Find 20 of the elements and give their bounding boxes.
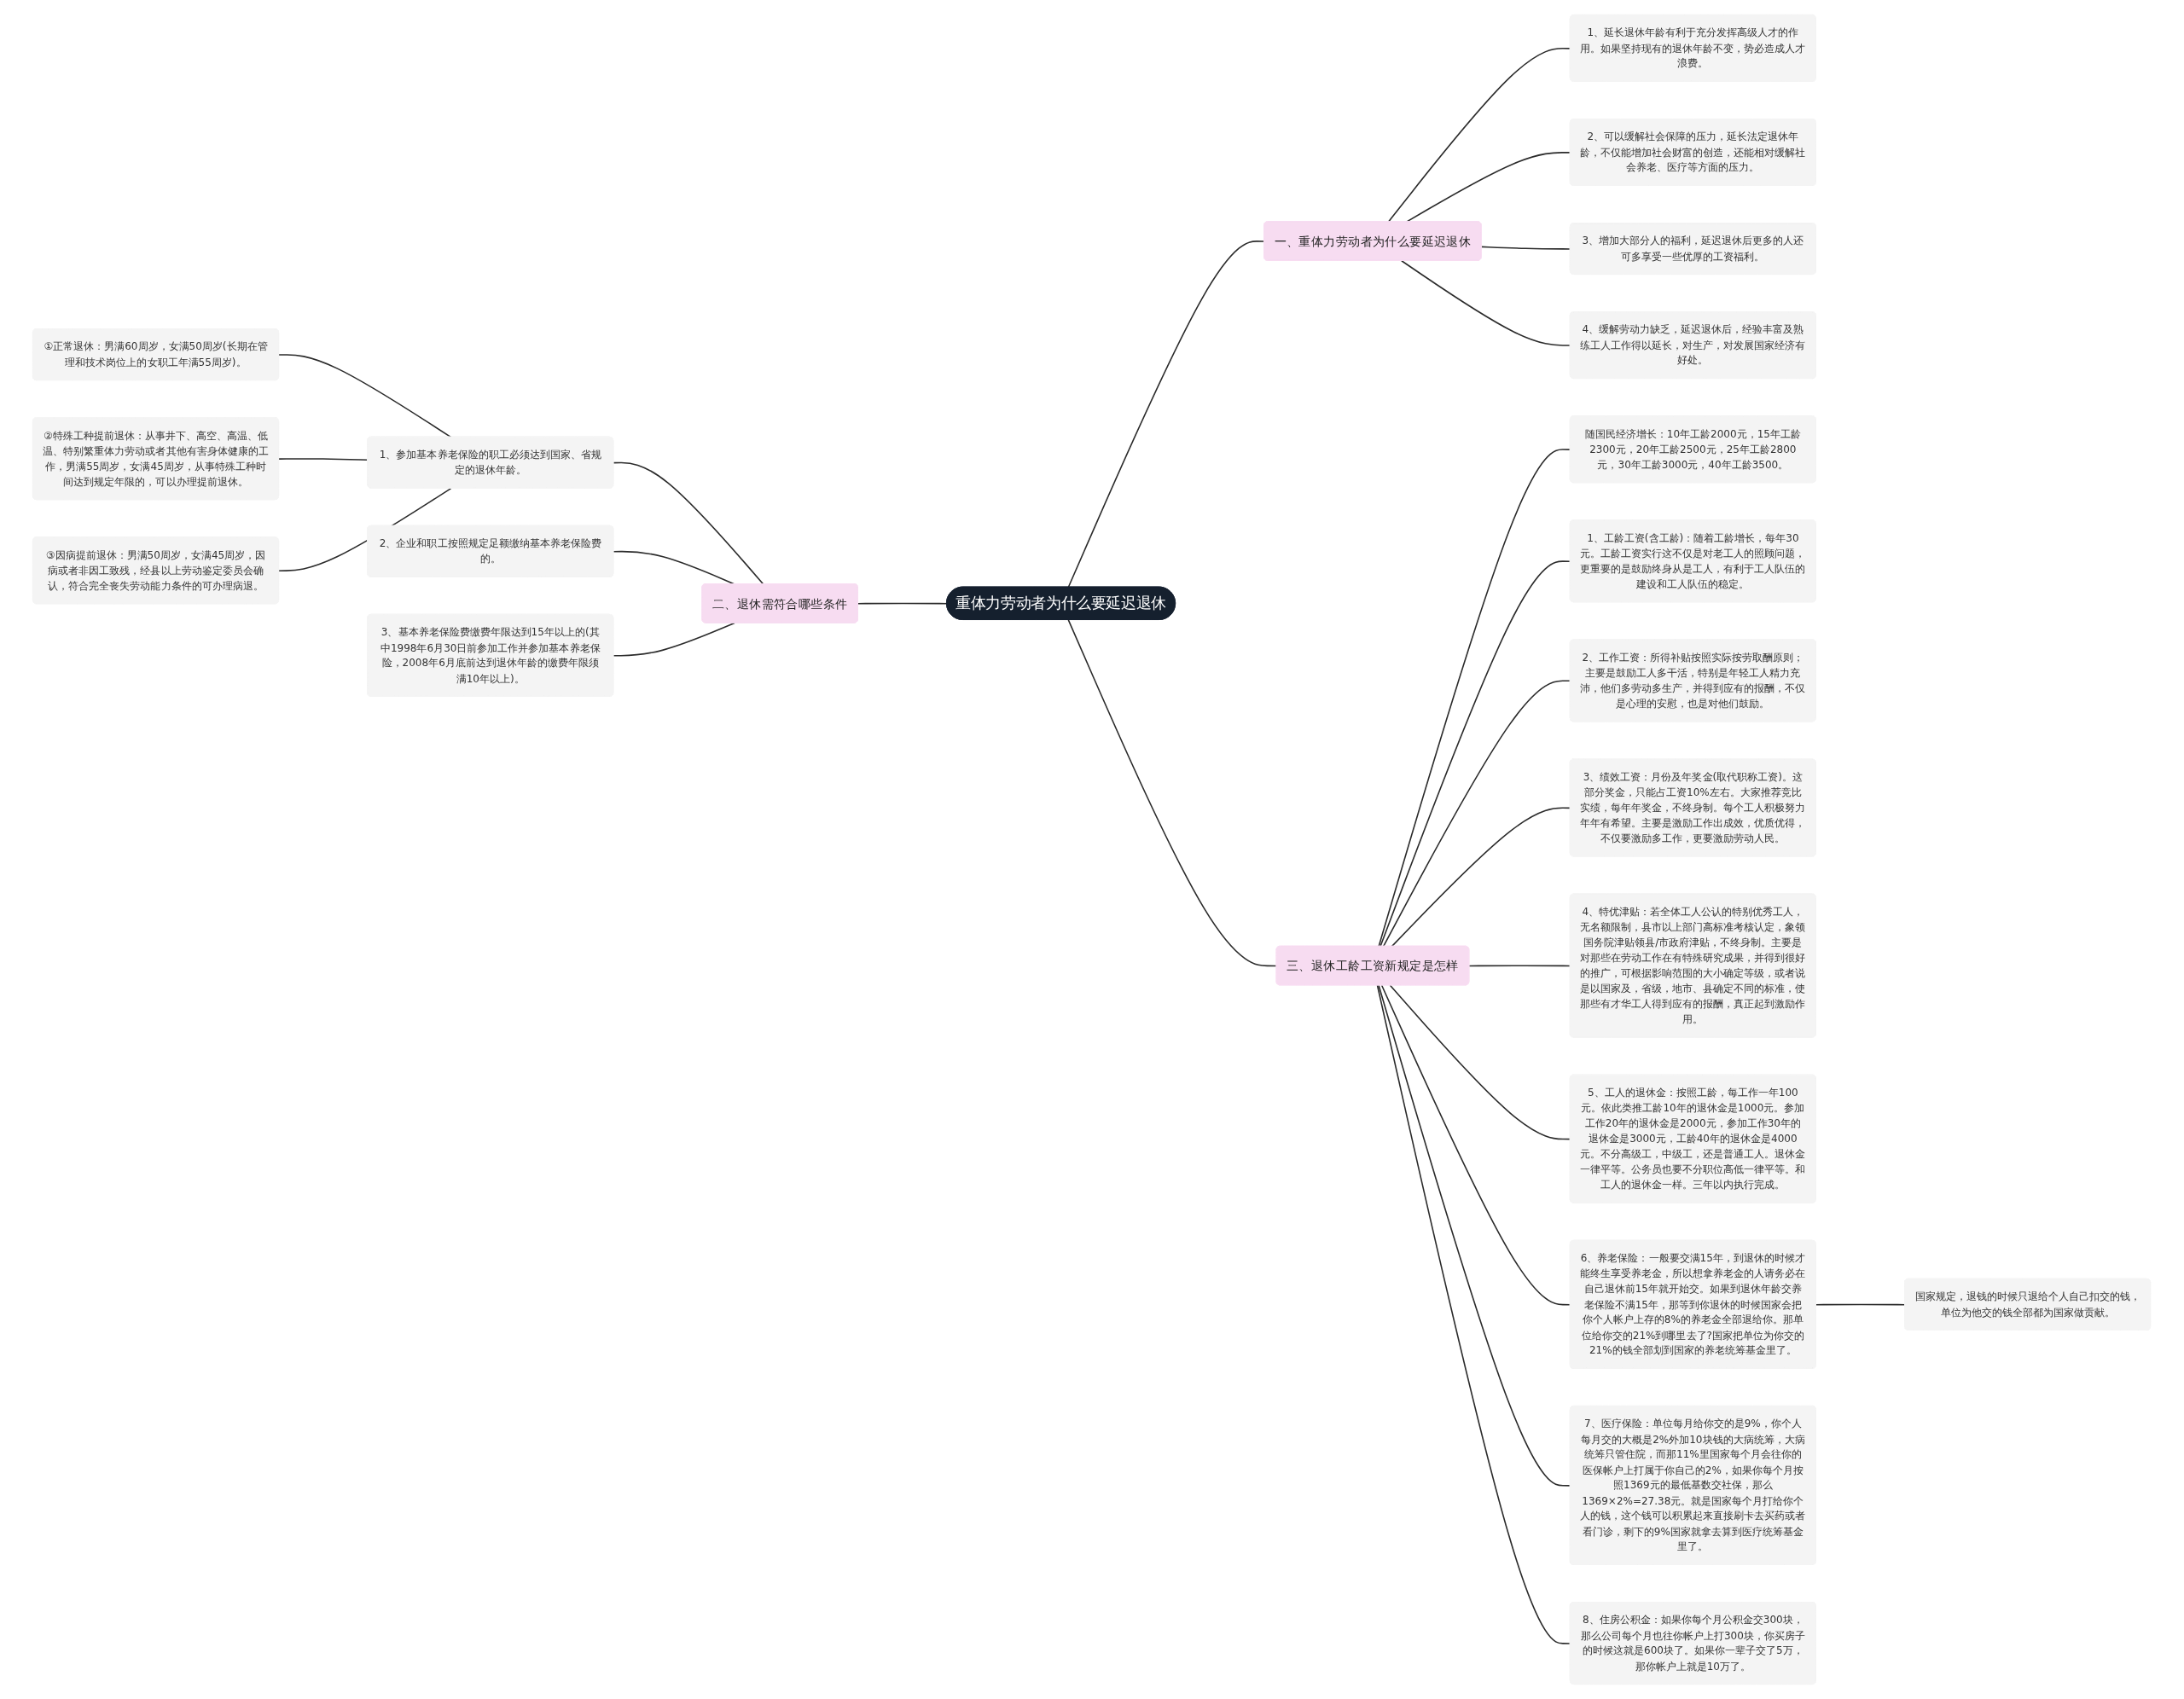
connector	[1383, 680, 1571, 948]
connector	[1377, 984, 1571, 1644]
connector	[613, 461, 764, 585]
connector	[1391, 807, 1571, 948]
connector	[1068, 241, 1266, 589]
connector	[1406, 152, 1571, 223]
connector	[1388, 47, 1571, 223]
connector	[278, 354, 452, 438]
connector	[1481, 246, 1571, 250]
mind-map-diagram: 重体力劳动者为什么要延迟退休 一、重体力劳动者为什么要延迟退休 1、延长退休年龄有利于充分发挥高级人才的作用。如果坚持现有的退休年龄不变，势必造成人才浪费。 2、可以缓解社会保障的压力，延长法定退休年龄，不仅能增加社会财富的创造，还能相对缓解社会养老、医疗等方面的压力。 3、增加大部分人的福利，延迟退休后更多的人还可多享受一些优厚的工资福利。 4、缓解劳动力缺乏，延迟退休后，经验丰富及熟练工人工作得以延长，对生产，对发展国家经济有好处。 二、退休需符合哪些条件 1、参加基本养老保险的职工必须达到国家、省规定的退休年龄。 ①正常退休：男满60周岁，女满50周岁(长期在管理和技术岗位上的女职工年满55周岁)。 ②特殊工种提前退休：从事井下、高空、高温、低温、特别繁重体力劳动或者其他有害身体健康的工作，男满55周岁，女满45周岁，从事特殊工种时间达到规定年限的，可以办理提前退休。 ③因病提前退休：男满50周岁，女满45周岁，因病或者非因工致残，经县以上劳动鉴定委员会确认，符合完全丧失劳动能力条件的可办理病退。 2、企业和职工按照规定足额缴纳基本养老保险费的。 3、基本养老保险费缴费年限达到15年以上的(其中1998年6月30日前参加工作并参加基本养老保险，2008年6月底前达到退休年龄的缴费年限须满10年以上)。 三、退休工龄工资新规定是怎样 随国民经济增长：10年工龄2000元，15年工龄2300元，20年工龄2500元，25年工龄2800元，30年工龄3000元，40年工龄3500。 1、工龄工资(含工龄)：随着工龄增长，每年30元。工龄工资实行这不仅是对老工人的照顾问题，更重要的是鼓励终身从是工人，有利于工人队伍的建设和工人队伍的稳定。 2、工作工资：所得补贴按照实际按劳取酬原则；主要是鼓励工人多干活，特别是年轻工人精力充沛，他们多劳动多生产，并得到应有的报酬，不仅是心理的安慰，也是对他们鼓励。 3、绩效工资：月份及年奖金(取代职称工资)。这部分奖金，只能占工资10%左右。大家推荐竞比实绩，每年年奖金，不终身制。每个工人积极努力年年有希望。主要是激励工作出成效，优质优得，不仅要激励多工作，更要激励劳动人民。 4、特优津贴：若全体工人公认的特别优秀工人，无名额限制，县市以上部门高标准考核认定，象领国务院津贴领县/市政府津贴，不终身制。主要是对那些在劳动工作在有特殊研究成果，并得到很好的推广，可根据影响范围的大小确定等级，或者说是以国家及，省级，地市、县确定不同的标准，使那些有才华工人得到应有的报酬，真正起到激励作用。 5、工人的退休金：按照工龄，每工作一年100元。依此类推工龄10年的退休金是1000元。参加工作20年的退休金是2000元，参加工作30年的退休金是3000元，工龄40年的退休金是4000元。不分高级工，中级工，还是普通工人。退休金一律平等。公务员也要不分职位高低一律平等。和工人的退休金一样。三年以内执行完成。 6、养老保险：一般要交满15年，到退休的时候才能终生享受养老金，所以想拿养老金的人请务必在自己退休前15年就开始交。如果到退休年龄交养老保险不满15年，那等到你退休的时候国家会把你个人帐户上存的8%的养老金全部退给你。那单位给你交的21%到哪里去了?国家把单位为你交的21%的钱全部划到国家的养老统筹基金里了。 7、医疗保险：单位每月给你交的是9%，你个人每月交的大概是2%外加10块钱的大病统筹，大病统筹只管住院，而那11%里国家每个月会往你的医保帐户上打属于你自己的2%，如果你每个月按照1369元的最低基数交社保，那么1369×2%=27.38元。就是国家每个月打给你个人的钱，这个钱可以积累起来直接刷卡去买药或者看门诊，剩下的9%国家就拿去算到医疗统筹基金里了。 8、住房公积金：如果你每个月公积金交300块，那么公司每个月也往你帐户上打300块，你买房子的时候这就是600块了。如果你一辈子交了5万，那你帐户上就是10万了。 国家规定，退钱的时候只退给个人自己扣交的钱，单位为他交的钱全部都为国家做贡献。	[27, 9, 2157, 1690]
connector	[1468, 965, 1571, 967]
connector	[278, 458, 369, 461]
connector	[613, 622, 736, 657]
connector	[1390, 984, 1571, 1140]
connector	[1378, 449, 1571, 948]
connector	[1401, 259, 1571, 346]
connector	[1381, 984, 1571, 1306]
connector	[1068, 619, 1278, 967]
connector	[1378, 984, 1571, 1487]
connector	[1380, 560, 1571, 948]
